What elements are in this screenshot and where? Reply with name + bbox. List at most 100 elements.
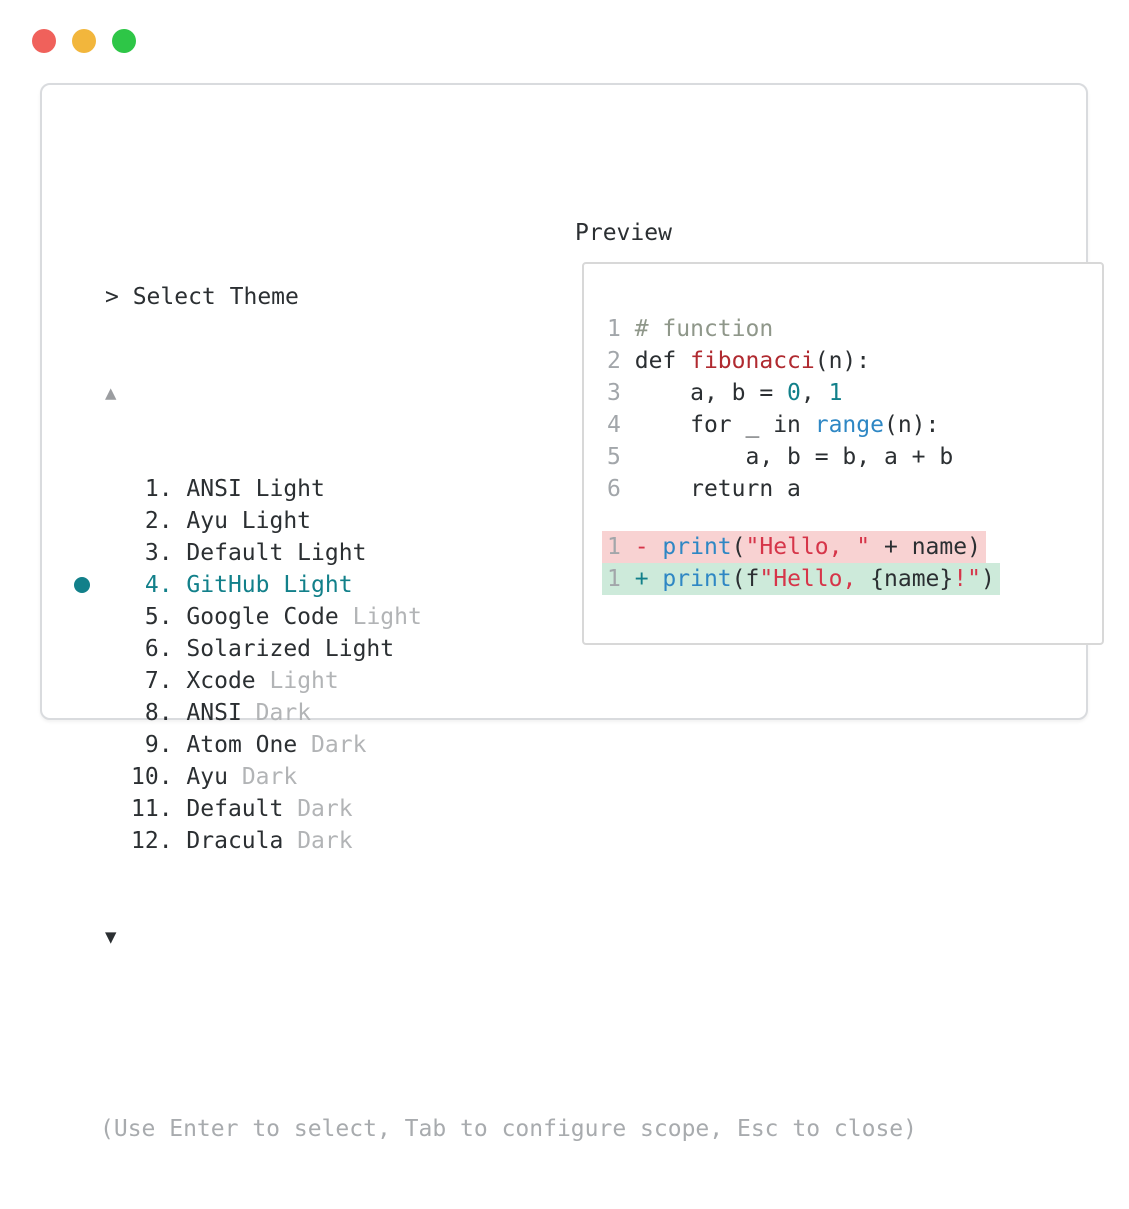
theme-list-item[interactable]: 1. ANSI Light bbox=[105, 473, 917, 505]
code-token: !" bbox=[953, 566, 981, 592]
item-number: 8. bbox=[131, 700, 173, 726]
code-line-content: 2 def fibonacci(n): bbox=[607, 345, 870, 377]
code-line-content: 1 - print("Hello, " + name) bbox=[602, 531, 986, 563]
line-number: 1 bbox=[607, 316, 621, 342]
theme-list-item[interactable]: 9. Atom One Dark bbox=[105, 729, 917, 761]
item-number: 5. bbox=[131, 604, 173, 630]
line-number: 3 bbox=[607, 380, 621, 406]
desktop: { "colors": { "text": "#2b2f32", "muted"… bbox=[32, 29, 1104, 1142]
scroll-down-icon[interactable]: ▼ bbox=[105, 926, 117, 948]
code-line: 3 a, b = 0, 1 bbox=[607, 377, 1000, 409]
code-token: range bbox=[814, 412, 884, 438]
code-token: (n): bbox=[814, 348, 871, 374]
item-number: 1. bbox=[131, 476, 173, 502]
scroll-up-icon[interactable]: ▲ bbox=[105, 382, 117, 404]
code-token: + name) bbox=[870, 534, 981, 560]
theme-list-item[interactable]: 5. Google Code Light bbox=[105, 601, 917, 633]
window-controls bbox=[32, 29, 136, 53]
code-line: 1 # function bbox=[607, 313, 1000, 345]
code-token: def bbox=[634, 348, 691, 374]
item-number: 7. bbox=[131, 668, 173, 694]
code-line-content: 4 for _ in range(n): bbox=[607, 409, 939, 441]
code-token: + bbox=[634, 566, 663, 592]
item-label: Xcode bbox=[186, 668, 256, 694]
theme-list-item[interactable]: 4. GitHub Light bbox=[74, 569, 917, 601]
code-token: - bbox=[634, 534, 663, 560]
item-label: Ayu bbox=[186, 764, 228, 790]
item-label: Solarized Light bbox=[186, 636, 395, 662]
item-variant-label: Dark bbox=[311, 732, 367, 758]
line-number: 2 bbox=[607, 348, 621, 374]
spacer-row bbox=[105, 1017, 917, 1049]
item-label: Default bbox=[186, 796, 284, 822]
item-variant-label: Dark bbox=[297, 796, 353, 822]
item-label: Ayu Light bbox=[186, 508, 312, 534]
preview-title: Preview bbox=[575, 220, 672, 246]
line-number: 6 bbox=[607, 476, 621, 502]
theme-list-item[interactable]: 2. Ayu Light bbox=[105, 505, 917, 537]
code-token: 0 bbox=[787, 380, 801, 406]
item-label: Dracula bbox=[186, 828, 284, 854]
code-token: , bbox=[800, 380, 829, 406]
item-number: 3. bbox=[131, 540, 173, 566]
item-variant-label: Dark bbox=[297, 828, 353, 854]
code-line-content: 5 a, b = b, a + b bbox=[607, 441, 953, 473]
dialog-title: > Select Theme bbox=[105, 284, 299, 310]
item-number: 12. bbox=[131, 828, 173, 854]
theme-list-item[interactable]: 11. Default Dark bbox=[105, 793, 917, 825]
item-number: 10. bbox=[131, 764, 173, 790]
close-button-icon[interactable] bbox=[32, 29, 56, 53]
code-line-content: 1 # function bbox=[607, 313, 773, 345]
code-token: a, b = b, a + b bbox=[634, 444, 954, 470]
theme-selector-dialog: > Select Theme ▲ 1. ANSI Light 2. Ayu Li… bbox=[40, 83, 1104, 1142]
item-variant-label: Dark bbox=[255, 700, 312, 726]
theme-list-item[interactable]: 8. ANSI Dark bbox=[105, 697, 917, 729]
code-line: 6 return a bbox=[607, 473, 1000, 505]
line-number: 1 bbox=[607, 566, 621, 592]
code-token: for _ in bbox=[634, 412, 815, 438]
code-line-content: 6 return a bbox=[607, 473, 801, 505]
theme-list-item[interactable]: 12. Dracula Dark bbox=[105, 825, 917, 857]
code-token: # function bbox=[634, 316, 774, 342]
zoom-button-icon[interactable] bbox=[112, 29, 136, 53]
theme-list-item[interactable]: 6. Solarized Light bbox=[105, 633, 917, 665]
line-number: 5 bbox=[607, 444, 621, 470]
diff-added-line: 1 + print(f"Hello, {name}!") bbox=[602, 563, 1000, 595]
code-token: return a bbox=[634, 476, 801, 502]
item-label: ANSI Light bbox=[186, 476, 325, 502]
code-line: 2 def fibonacci(n): bbox=[607, 345, 1000, 377]
item-number: 2. bbox=[131, 508, 173, 534]
code-token: fibonacci bbox=[690, 348, 815, 374]
item-label: Google Code bbox=[186, 604, 339, 630]
item-number: 4. bbox=[131, 572, 173, 598]
item-label: Default Light bbox=[186, 540, 367, 566]
code-line-content: 1 + print(f"Hello, {name}!") bbox=[602, 563, 1000, 595]
theme-list-item[interactable]: 7. Xcode Light bbox=[105, 665, 917, 697]
code-token: (n): bbox=[883, 412, 940, 438]
theme-list-item[interactable]: 3. Default Light bbox=[105, 537, 917, 569]
code-line-content: 3 a, b = 0, 1 bbox=[607, 377, 842, 409]
theme-list-item[interactable]: 10. Ayu Dark bbox=[105, 761, 917, 793]
item-variant-label: Dark bbox=[241, 764, 298, 790]
code-blank-line bbox=[607, 505, 1000, 531]
line-number: 4 bbox=[607, 412, 621, 438]
item-number: 9. bbox=[131, 732, 173, 758]
code-line: 4 for _ in range(n): bbox=[607, 409, 1000, 441]
item-label: ANSI bbox=[186, 700, 242, 726]
item-label: GitHub Light bbox=[186, 572, 353, 598]
item-number: 6. bbox=[131, 636, 173, 662]
keyboard-hint: (Use Enter to select, Tab to configure s… bbox=[100, 1116, 917, 1142]
code-token: a, b = bbox=[634, 380, 788, 406]
code-token: (f bbox=[731, 566, 760, 592]
code-token: "Hello, " bbox=[745, 534, 871, 560]
code-token: print bbox=[662, 566, 732, 592]
item-number: 11. bbox=[131, 796, 173, 822]
item-variant-label: Light bbox=[352, 604, 422, 630]
selected-bullet-icon bbox=[74, 577, 90, 593]
minimize-button-icon[interactable] bbox=[72, 29, 96, 53]
code-token: print bbox=[662, 534, 732, 560]
code-token: {name} bbox=[870, 566, 954, 592]
diff-removed-line: 1 - print("Hello, " + name) bbox=[602, 531, 1000, 563]
